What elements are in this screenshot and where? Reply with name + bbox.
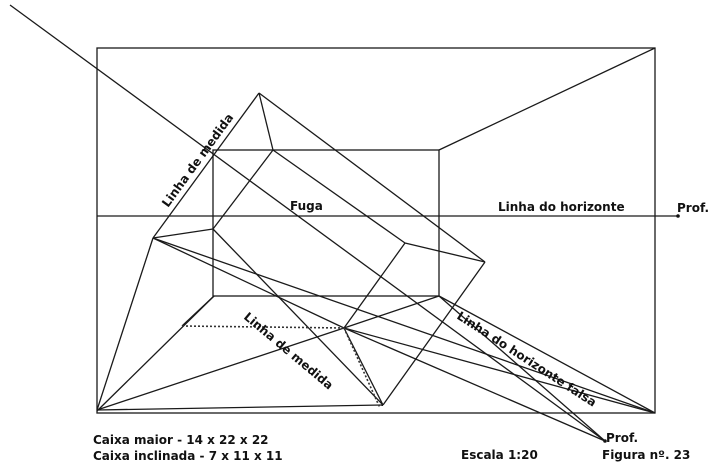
- depth-bottom-label: Prof.: [606, 431, 638, 445]
- false-horizon-label: Linha do horizonte falsa: [454, 309, 599, 410]
- depth-right-label: Prof.: [677, 201, 709, 215]
- depth-point-right: [676, 214, 680, 218]
- tilted-box: [96, 92, 656, 442]
- measure-line-top-label: Linha de medida: [159, 111, 236, 210]
- big-box-dimensions: Caixa maior - 14 x 22 x 22: [93, 433, 269, 447]
- big-box: [96, 47, 656, 414]
- figure-number: Figura nº. 23: [602, 448, 691, 462]
- measure-line-bottom-label: Linha de medida: [241, 310, 336, 393]
- scale-label: Escala 1:20: [461, 448, 538, 462]
- vanishing-label: Fuga: [290, 199, 323, 213]
- outer-frame: [96, 47, 656, 414]
- horizon-label: Linha do horizonte: [498, 200, 625, 214]
- main-diagonal: [9, 4, 606, 442]
- tilted-box-dimensions: Caixa inclinada - 7 x 11 x 11: [93, 449, 283, 463]
